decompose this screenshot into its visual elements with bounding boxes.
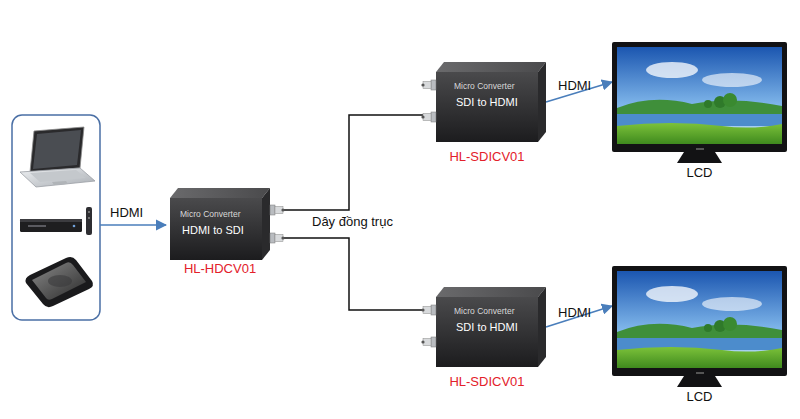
signal-label: HDMI [558,78,591,93]
lcd-display: LCD [612,42,787,164]
media-box-icon [26,257,94,307]
converter-box: Micro ConverterSDI to HDMIHL-SDICV01 [428,287,546,367]
dvd-player-icon [20,207,92,235]
coaxial-cable [270,115,428,210]
signal-label: HDMI [558,305,591,320]
source-group [12,115,100,320]
cable-label: Dây đồng trục [312,214,393,229]
converter-type: HDMI to SDI [182,224,244,237]
model-caption: Micro Converter [454,307,514,317]
hdmi-input-arrow [100,224,166,226]
coaxial-cable [270,238,428,310]
signal-arrow [546,306,612,327]
converter-type: SDI to HDMI [456,96,518,109]
model-caption: Micro Converter [454,82,514,92]
converter-box: Micro ConverterSDI to HDMIHL-SDICV01 [428,62,546,142]
model-number: HL-SDICV01 [428,150,546,165]
display-label: LCD [612,390,787,405]
model-number: HL-HDCV01 [160,262,280,277]
signal-label: HDMI [110,205,143,220]
lcd-display: LCD [612,266,787,388]
model-number: HL-SDICV01 [428,375,546,390]
laptop-icon [20,127,95,187]
converter-box: Micro ConverterHDMI to SDIHL-HDCV01 [170,188,270,260]
converter-type: SDI to HDMI [456,321,518,334]
display-label: LCD [612,166,787,181]
model-caption: Micro Converter [180,210,240,220]
